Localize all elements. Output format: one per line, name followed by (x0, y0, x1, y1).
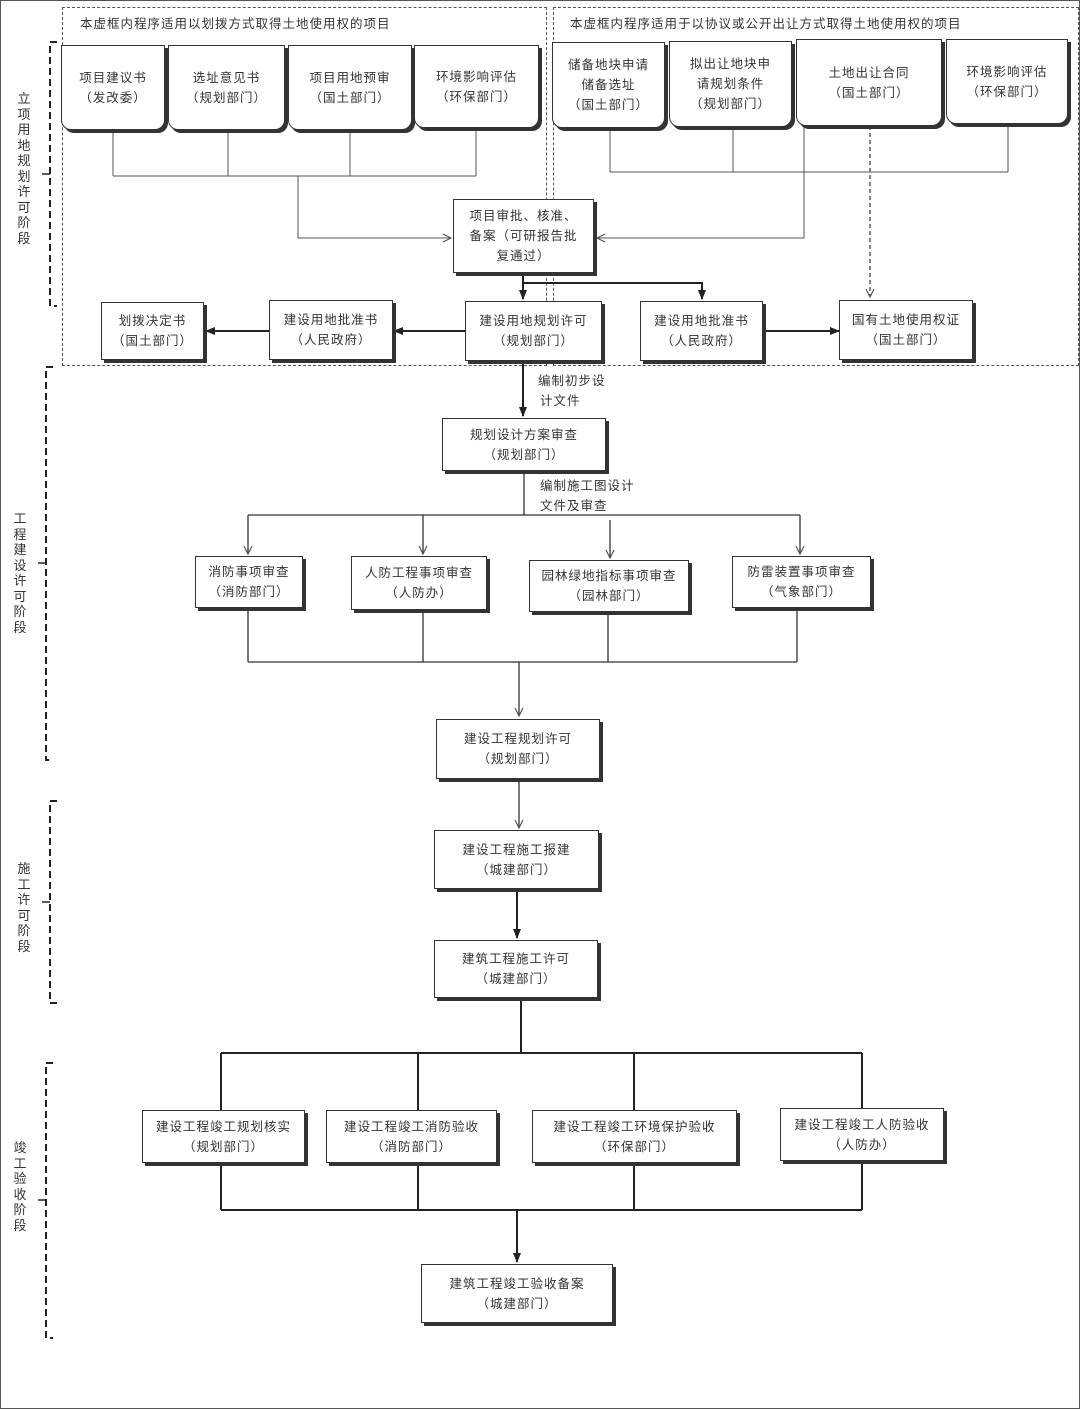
reserve-land-box: 储备地块申请 储备选址 （国土部门） (552, 42, 665, 128)
lightning-review-box: 防雷装置事项审查 （气象部门） (732, 556, 871, 608)
prelim-design-note-1: 编制初步设 (538, 373, 606, 388)
box-dept: （城建部门） (476, 1295, 558, 1311)
box-title: 建筑工程施工许可 (461, 951, 570, 966)
box-dept: （规划部门） (185, 89, 267, 105)
box-title-2: 储备选址 (581, 77, 636, 92)
land-approval-left-box: 建设用地批准书 （人民政府） (269, 300, 393, 360)
eia-right-box: 环境影响评估 （环保部门） (946, 39, 1068, 124)
box-dept: （国土部门） (865, 332, 947, 347)
box-dept: （规划部门） (182, 1138, 264, 1154)
box-dept: （人防办） (828, 1136, 896, 1152)
civil-defense-review-box: 人防工程事项审查 （人防办） (351, 556, 487, 610)
box-title: 消防事项审查 (208, 564, 290, 579)
box-dept: （环保部门） (593, 1138, 675, 1154)
box-title: 人防工程事项审查 (364, 565, 473, 580)
prelim-design-note-2: 计文件 (540, 393, 581, 408)
box-title: 环境影响评估 (435, 68, 517, 84)
box-title: 建设工程竣工人防验收 (794, 1116, 930, 1132)
engineering-planning-permit-box: 建设工程规划许可 （规划部门） (436, 719, 600, 779)
box-title: 储备地块申请 (567, 57, 649, 72)
eia-left-box: 环境影响评估 （环保部门） (414, 45, 539, 128)
box-title: 项目用地预审 (309, 69, 391, 85)
fire-review-box: 消防事项审查 （消防部门） (195, 556, 303, 608)
box-dept: （发改委） (79, 89, 147, 105)
box-dept: （园林部门） (568, 588, 650, 603)
box-title: 划拨决定书 (118, 313, 187, 328)
construction-drawing-note-1: 编制施工图设计 (540, 478, 635, 493)
box-dept: （国土部门） (111, 333, 193, 348)
land-approval-right-box: 建设用地批准书 （人民政府） (640, 301, 763, 361)
box-dept: （人民政府） (290, 332, 372, 347)
scheme-review-box: 规划设计方案审查 （规划部门） (442, 418, 606, 471)
allocation-decision-box: 划拨决定书 （国土部门） (101, 302, 204, 360)
box-dept: （消防部门） (370, 1138, 452, 1154)
construction-permit-box: 建筑工程施工许可 （城建部门） (434, 940, 598, 998)
box-title: 建设用地批准书 (283, 312, 379, 327)
greening-review-box: 园林绿地指标事项审查 （园林部门） (529, 560, 689, 612)
planning-conditions-box: 拟出让地块申 请规划条件 （规划部门） (669, 41, 792, 127)
land-use-certificate-box: 国有土地使用权证 （国土部门） (839, 300, 973, 360)
box-title: 建设工程竣工消防验收 (343, 1118, 479, 1134)
box-title: 建设用地规划许可 (479, 313, 588, 328)
box-dept: （气象部门） (760, 584, 842, 599)
box-dept: （国土部门） (567, 97, 649, 112)
box-title: 建设工程规划许可 (463, 731, 572, 746)
box-dept: （人民政府） (660, 333, 742, 348)
box-dept: （人防办） (385, 585, 453, 600)
right-scope-note: 本虚框内程序适用于以协议或公开出让方式取得土地使用权的项目 (570, 16, 962, 31)
box-dept: （规划部门） (477, 751, 559, 766)
box-title: 选址意见书 (192, 69, 261, 85)
box-dept: （规划部门） (492, 333, 574, 348)
left-scope-note: 本虚框内程序适用以划拨方式取得土地使用权的项目 (80, 16, 391, 31)
box-title: 拟出让地块申 (689, 56, 771, 71)
construction-drawing-note-2: 文件及审查 (540, 498, 608, 513)
box-dept: （城建部门） (475, 971, 557, 986)
stage-label-project-land: 立项用地规划许可阶段 (17, 92, 31, 247)
box-title: 环境影响评估 (966, 63, 1048, 79)
land-pre-review-box: 项目用地预审 （国土部门） (288, 45, 412, 130)
box-title: 建筑工程竣工验收备案 (449, 1275, 585, 1291)
box-title-2: 备案（可研报告批 (469, 228, 578, 243)
box-title: 建设用地批准书 (654, 313, 749, 328)
project-approval-box: 项目审批、核准、 备案（可研报告批 复通过） (453, 199, 594, 273)
civil-defense-acceptance-box: 建设工程竣工人防验收 （人防办） (780, 1108, 944, 1161)
box-title: 土地出让合同 (828, 64, 910, 80)
site-opinion-box: 选址意见书 （规划部门） (168, 45, 285, 130)
completion-filing-box: 建筑工程竣工验收备案 （城建部门） (421, 1264, 613, 1323)
land-planning-permit-box: 建设用地规划许可 （规划部门） (465, 301, 602, 361)
box-title: 项目审批、核准、 (469, 208, 578, 223)
construction-report-box: 建设工程施工报建 （城建部门） (434, 830, 599, 889)
box-dept: （环保部门） (966, 83, 1048, 99)
box-title: 防雷装置事项审查 (747, 564, 856, 579)
box-title: 项目建议书 (79, 69, 147, 85)
stage-label-construction: 施工许可阶段 (17, 862, 31, 955)
stage-label-acceptance: 竣工验收阶段 (13, 1141, 27, 1234)
box-title: 建设工程竣工规划核实 (155, 1118, 291, 1134)
box-dept: （消防部门） (208, 584, 290, 599)
env-acceptance-box: 建设工程竣工环境保护验收 （环保部门） (532, 1110, 737, 1163)
stage-label-engineering: 工程建设许可阶段 (13, 512, 27, 636)
scope-left-area (62, 7, 547, 366)
box-title-2: 请规划条件 (696, 76, 765, 91)
box-dept: （环保部门） (435, 88, 517, 104)
box-dept: （国土部门） (828, 84, 910, 100)
box-dept: （城建部门） (475, 861, 557, 877)
box-dept: （规划部门） (483, 446, 565, 462)
planning-check-box: 建设工程竣工规划核实 （规划部门） (142, 1110, 305, 1163)
box-title: 建设工程施工报建 (462, 841, 571, 857)
box-title: 园林绿地指标事项审查 (541, 568, 677, 583)
box-title: 建设工程竣工环境保护验收 (553, 1118, 716, 1134)
scope-right-area (553, 7, 1079, 366)
land-contract-box: 土地出让合同 （国土部门） (796, 39, 942, 126)
project-proposal-box: 项目建议书 （发改委） (61, 45, 165, 130)
box-title: 规划设计方案审查 (469, 426, 578, 442)
box-title: 国有土地使用权证 (851, 312, 960, 327)
fire-acceptance-box: 建设工程竣工消防验收 （消防部门） (326, 1110, 497, 1163)
box-title-3: 复通过） (496, 248, 551, 263)
box-dept: （国土部门） (309, 89, 391, 105)
box-dept: （规划部门） (689, 96, 771, 111)
